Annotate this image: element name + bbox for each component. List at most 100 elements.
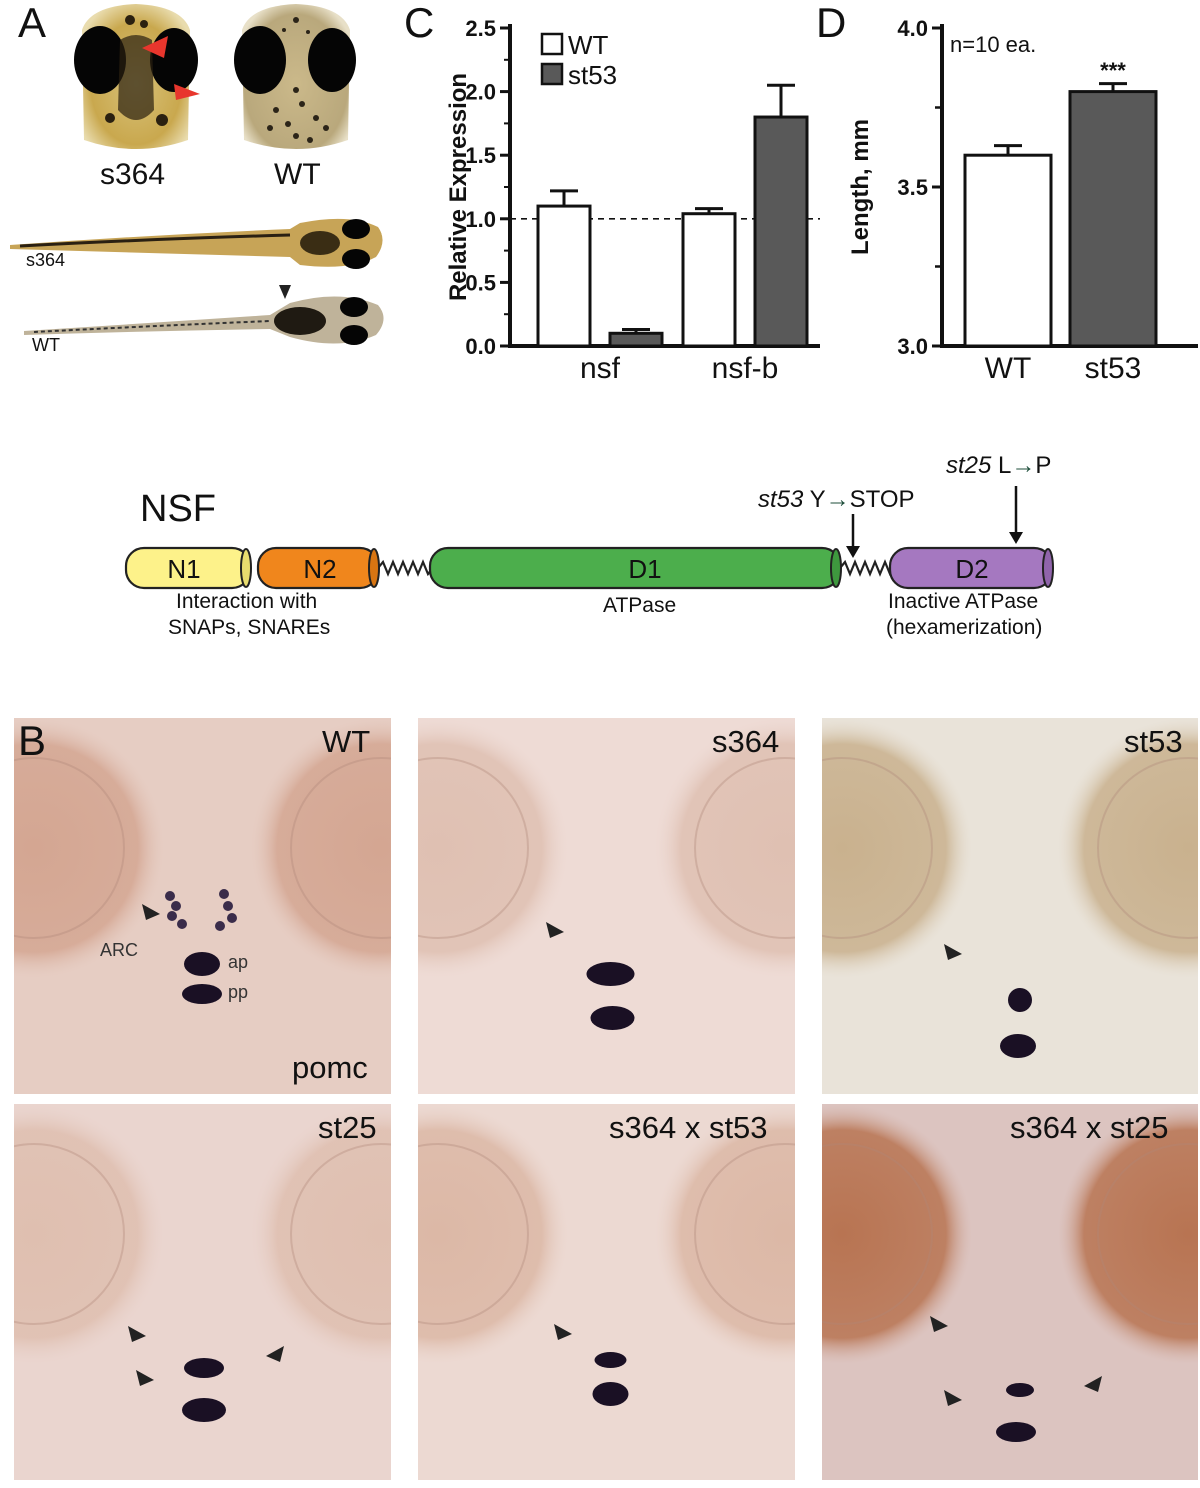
right-eye-ring [1097, 757, 1198, 939]
st53-to-residue: STOP [849, 486, 915, 513]
arrowhead-marker [944, 944, 962, 960]
arrowhead-marker [546, 922, 564, 938]
arc-neuron [165, 891, 175, 901]
micrograph-label-st25: st25 [318, 1110, 377, 1145]
domain-n1 [124, 546, 252, 590]
chart-c-y-tick-label: 1.5 [465, 143, 496, 168]
left-eye-ring [822, 1143, 933, 1325]
arc-neuron [227, 913, 237, 923]
arrowhead-marker [554, 1324, 572, 1340]
arc-neuron [167, 911, 177, 921]
pomc-stain [182, 1398, 226, 1422]
left-eye [14, 718, 164, 978]
right-eye [251, 718, 391, 978]
panel-a-larva-label-s364: s364 [26, 250, 66, 270]
st53-pointer-head [846, 546, 860, 558]
chart-d-bar-st53 [1068, 90, 1158, 348]
right-eye [251, 1104, 391, 1364]
chart-c-bar-nsf-WT [536, 204, 592, 348]
st25-from-residue: L [998, 452, 1012, 479]
chart-c-x-label-nsf: nsf [580, 352, 621, 385]
pomc-stain [1008, 988, 1032, 1012]
arrowhead-marker [266, 1346, 284, 1362]
micrograph-svg [418, 718, 795, 1030]
panel-a-label-s364: s364 [100, 158, 166, 191]
arrowhead-marker [1084, 1376, 1102, 1392]
arc-neuron [223, 901, 233, 911]
chart-c-y-tick-label: 0.0 [465, 334, 496, 359]
caption-d2-line1: Inactive ATPase [888, 590, 1039, 613]
st25-arrow-icon: → [1011, 452, 1036, 479]
left-eye [14, 1104, 164, 1364]
nsf-domain-diagram: N1 N2 D1 D2 [120, 486, 1070, 596]
st25-allele: st25 [946, 452, 992, 479]
right-eye [655, 718, 795, 978]
left-eye [418, 1104, 568, 1364]
arrowhead-marker [128, 1326, 146, 1342]
right-eye-ring [694, 1143, 795, 1325]
chart-d-y-tick-label: 4.0 [897, 16, 928, 41]
chart-d-bar-WT [963, 153, 1053, 348]
pomc-stain [184, 1358, 224, 1378]
chart-c-y-axis-label: Relative Expression [445, 73, 472, 301]
micrograph-svg [418, 1104, 795, 1406]
caption-n-line1: Interaction with [176, 590, 318, 613]
pomc-stain [182, 984, 222, 1004]
right-eye [655, 1104, 795, 1364]
micrograph-label-s364: s364 [712, 724, 780, 759]
right-eye [1058, 718, 1198, 978]
left-eye-ring [418, 757, 529, 939]
chart-c-bar-nsf-b-st53 [753, 115, 809, 348]
arc-neuron [177, 919, 187, 929]
st53-allele: st53 [758, 486, 804, 513]
pomc-stain [1000, 1034, 1036, 1058]
caption-n-line2: SNAPs, SNAREs [168, 616, 331, 639]
st25-pointer-head [1009, 532, 1023, 544]
arc-neuron [215, 921, 225, 931]
panel-a-larva-images [0, 205, 400, 365]
pomc-stain [184, 952, 220, 976]
chart-d-annotation: n=10 ea. [950, 32, 1036, 57]
nsf-title: NSF [140, 488, 216, 530]
left-eye [418, 718, 568, 978]
micrograph-label-s364xst53: s364 x st53 [609, 1110, 768, 1145]
arrowhead-marker [930, 1316, 948, 1332]
domain-n1-label: N1 [167, 554, 200, 584]
left-eye-ring [418, 1143, 529, 1325]
annotation-arc: ARC [100, 940, 139, 960]
chart-d-x-label-WT: WT [985, 352, 1032, 385]
chart-d-y-tick-label: 3.0 [897, 334, 928, 359]
domain-d2 [888, 546, 1054, 590]
chart-c-bar-nsf-b-WT [681, 212, 737, 348]
micrograph-label-wt: WT [322, 724, 371, 759]
micrograph-image [14, 1104, 391, 1480]
st53-mutation-label: st53 Y→STOP [758, 486, 915, 514]
st53-from-residue: Y [809, 486, 826, 513]
micrograph-svg [822, 718, 1198, 1058]
chart-c-y-tick-label: 0.5 [465, 270, 496, 295]
chart-c-legend-label-st53: st53 [568, 60, 617, 90]
chart-d-x-label-st53: st53 [1085, 352, 1142, 385]
chart-c-legend-swatch-st53 [540, 62, 564, 86]
arrowhead-marker [136, 1370, 154, 1386]
pomc-stain [996, 1422, 1036, 1442]
caption-d1: ATPase [603, 594, 677, 617]
panel-a-head-images [70, 0, 390, 160]
chart-c-bar-nsf-st53 [608, 331, 664, 348]
st25-mutation-label: st25 L→P [946, 452, 1051, 480]
right-eye-ring [290, 1143, 391, 1325]
right-eye [1058, 1104, 1198, 1364]
st53-arrow-icon: → [825, 486, 850, 513]
chart-c-y-tick-label: 2.0 [465, 80, 496, 105]
left-eye [822, 1104, 972, 1364]
left-eye-ring [14, 757, 125, 939]
micrograph-image [822, 718, 1198, 1094]
right-eye-ring [694, 757, 795, 939]
pomc-stain [586, 962, 635, 986]
chart-d-y-tick-label: 3.5 [897, 175, 928, 200]
chart-c-legend-swatch-WT [540, 32, 564, 56]
left-eye-ring [822, 757, 933, 939]
right-eye-ring [290, 757, 391, 939]
